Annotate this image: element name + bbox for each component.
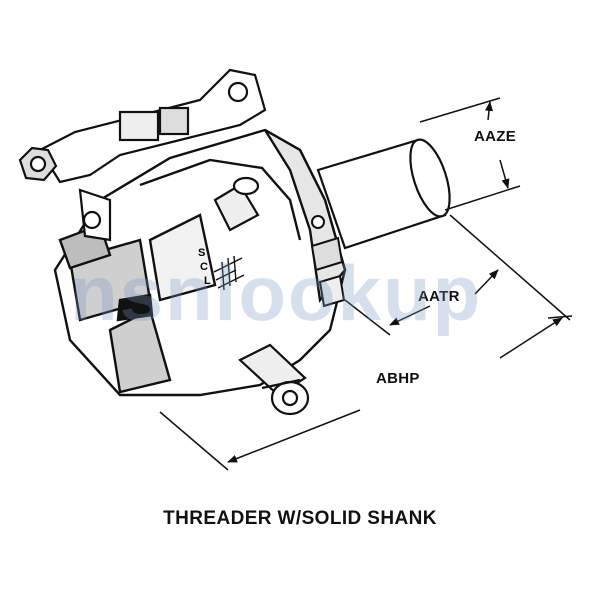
dimension-label-aatr: AATR (418, 288, 460, 305)
dimension-label-aaze: AAZE (474, 128, 517, 145)
scale-letter-c: C (200, 261, 208, 273)
scale-letter-s: S (198, 247, 205, 259)
graduated-scale (213, 255, 245, 291)
adjusting-knob (213, 176, 260, 232)
dimension-aatr (344, 214, 571, 336)
thumb-screw (238, 343, 310, 416)
dimension-label-abhp: ABHP (376, 370, 420, 387)
threader-body (53, 128, 347, 397)
diagram-caption: THREADER W/SOLID SHANK (163, 508, 437, 529)
dimension-aaze (419, 97, 521, 211)
dimension-abhp (159, 315, 573, 471)
lever-assembly (18, 68, 267, 242)
side-screw (310, 215, 346, 308)
shank (316, 138, 451, 250)
scale-letter-l: L (204, 275, 211, 287)
